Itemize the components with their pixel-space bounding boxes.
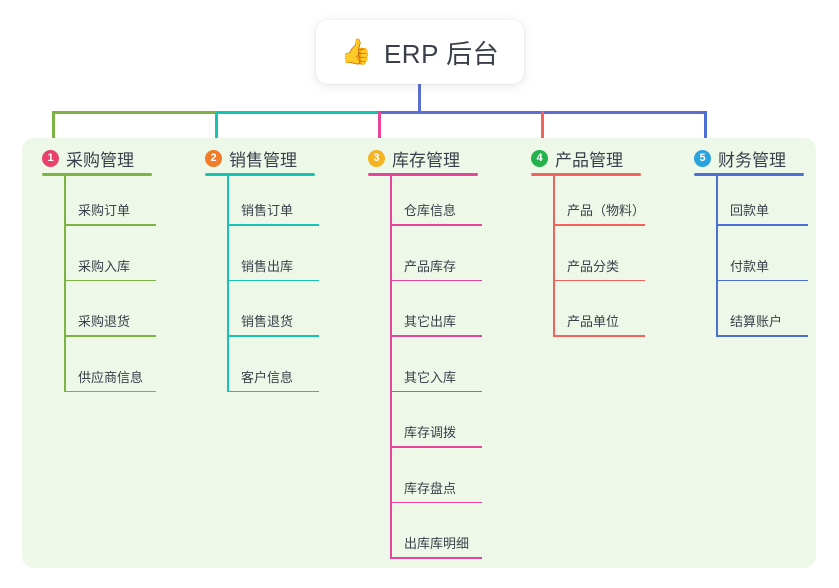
branch-spine-product <box>553 173 555 335</box>
branch-item-label: 结算账户 <box>730 314 783 329</box>
thumbs-up-emoji: 👍 <box>340 37 372 66</box>
branch-header-product[interactable]: 4 产品管理 <box>531 146 623 171</box>
branch-item-label: 回款单 <box>730 203 770 218</box>
branch-item-rule <box>64 224 156 226</box>
branch-item-label: 采购入库 <box>78 258 131 274</box>
branch-item-rule <box>64 335 156 337</box>
root-trunk-connector <box>417 84 421 114</box>
branch-title-finance: 财务管理 <box>718 151 786 170</box>
branch-item-rule <box>390 335 482 337</box>
branch-item-label: 销售出库 <box>241 258 294 274</box>
branch-header-purchase[interactable]: 1 采购管理 <box>42 146 134 171</box>
branch-header-sales[interactable]: 2 销售管理 <box>205 146 297 171</box>
branch-item-rule <box>227 390 319 393</box>
branch-item-rule <box>227 279 319 282</box>
branch-item-label: 采购退货 <box>78 314 131 329</box>
root-node-label: ERP 后台 <box>383 38 500 69</box>
branch-header-rule-product <box>531 173 641 176</box>
branch-item-label: 产品分类 <box>567 258 620 274</box>
branch-header-rule-finance <box>694 173 804 176</box>
branch-spine-sales <box>227 173 229 391</box>
branch-item-rule <box>64 390 156 393</box>
branch-header-rule-sales <box>205 173 315 176</box>
branch-title-product: 产品管理 <box>555 151 623 170</box>
branch-number-badge-finance: 5 <box>694 150 711 167</box>
branch-item-rule <box>64 279 156 282</box>
branch-item-rule <box>390 279 482 282</box>
bus-segment-1 <box>51 111 218 114</box>
branch-item-label: 其它出库 <box>404 314 457 329</box>
branch-item-label: 客户信息 <box>241 369 294 385</box>
branch-spine-purchase <box>64 173 66 391</box>
branch-item-rule <box>227 224 319 226</box>
branches-panel: 1 采购管理采购订单采购入库采购退货供应商信息 2 销售管理销售订单销售出库销售退货客… <box>22 138 816 568</box>
branch-item-label: 供应商信息 <box>78 369 144 385</box>
branch-header-rule-purchase <box>42 173 152 176</box>
branch-title-sales: 销售管理 <box>229 151 297 170</box>
branch-item-label: 产品（物料） <box>567 203 646 218</box>
branch-header-finance[interactable]: 5 财务管理 <box>694 146 786 171</box>
branch-item-label: 采购订单 <box>78 203 131 218</box>
branch-spine-inventory <box>390 173 392 557</box>
branch-item-rule <box>390 446 482 448</box>
branch-item-label: 付款单 <box>730 258 770 274</box>
branch-title-purchase: 采购管理 <box>66 151 134 170</box>
branch-header-rule-inventory <box>368 173 478 176</box>
branch-item-rule <box>716 279 808 282</box>
root-node[interactable]: 👍 ERP 后台 <box>316 20 524 84</box>
branch-number-badge-inventory: 3 <box>368 150 385 167</box>
branch-item-rule <box>390 501 482 504</box>
branch-item-label: 仓库信息 <box>404 203 457 218</box>
branch-number-badge-sales: 2 <box>205 150 222 167</box>
branch-item-rule <box>227 335 319 337</box>
branch-item-label: 产品库存 <box>404 258 457 274</box>
branch-item-label: 产品单位 <box>567 314 620 329</box>
branch-item-rule <box>553 279 645 282</box>
branch-number-badge-purchase: 1 <box>42 150 59 167</box>
branch-item-label: 出库库明细 <box>404 536 470 551</box>
branch-number-badge-product: 4 <box>531 150 548 167</box>
branch-item-label: 库存调拨 <box>404 425 457 440</box>
branch-item-rule <box>716 335 808 337</box>
branch-spine-finance <box>716 173 718 335</box>
branch-header-inventory[interactable]: 3 库存管理 <box>368 146 460 171</box>
branch-item-rule <box>390 390 482 393</box>
branch-item-rule <box>390 224 482 226</box>
branch-item-rule <box>553 335 645 337</box>
branch-item-label: 销售退货 <box>241 314 294 329</box>
branch-item-rule <box>553 224 645 226</box>
branch-item-rule <box>716 224 808 226</box>
branch-item-label: 库存盘点 <box>404 480 457 496</box>
branch-item-rule <box>390 557 482 559</box>
branch-title-inventory: 库存管理 <box>392 151 460 170</box>
branch-item-label: 其它入库 <box>404 369 457 385</box>
branch-item-label: 销售订单 <box>241 203 294 218</box>
bus-segment-2 <box>214 111 381 114</box>
